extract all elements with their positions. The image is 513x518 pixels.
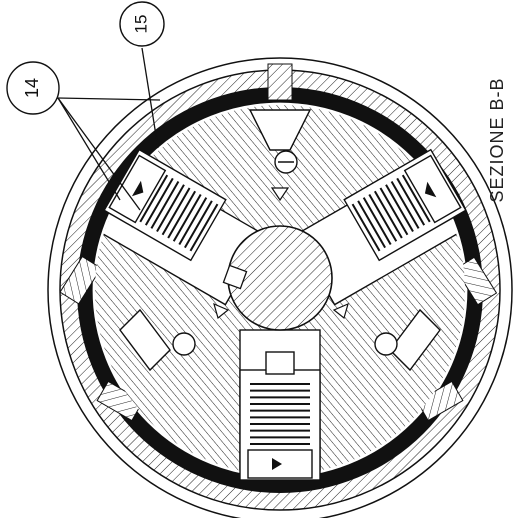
callout-15: 15 bbox=[119, 1, 165, 47]
coil-winding bbox=[379, 187, 409, 236]
coil-winding bbox=[401, 174, 431, 223]
coil-winding bbox=[373, 190, 403, 239]
coil-winding bbox=[150, 181, 180, 229]
coil-winding bbox=[368, 193, 398, 242]
coil-winding bbox=[357, 200, 386, 249]
coil-winding bbox=[156, 184, 185, 233]
coil-bottom bbox=[239, 351, 321, 481]
coil-winding bbox=[362, 197, 392, 245]
coil-winding bbox=[172, 193, 202, 242]
coil-winding bbox=[178, 197, 208, 245]
coil-winding bbox=[139, 174, 169, 223]
section-title: SEZIONE B-B bbox=[487, 77, 507, 202]
coil-winding bbox=[167, 190, 197, 239]
coil-winding bbox=[161, 187, 191, 236]
callout-14-label: 14 bbox=[22, 78, 42, 98]
coil-winding bbox=[189, 203, 219, 252]
callout-15-label: 15 bbox=[131, 15, 150, 34]
central-shaft bbox=[222, 225, 333, 331]
coil-winding bbox=[390, 181, 420, 229]
leader-lines bbox=[57, 47, 161, 211]
coil-winding bbox=[385, 184, 414, 233]
callout-14: 14 bbox=[6, 61, 60, 115]
coil-winding bbox=[184, 200, 213, 249]
coil-winding bbox=[144, 177, 174, 226]
coil-right bbox=[343, 148, 467, 262]
coil-left bbox=[103, 148, 227, 262]
coil-winding bbox=[396, 177, 426, 226]
coil-winding bbox=[351, 203, 381, 252]
